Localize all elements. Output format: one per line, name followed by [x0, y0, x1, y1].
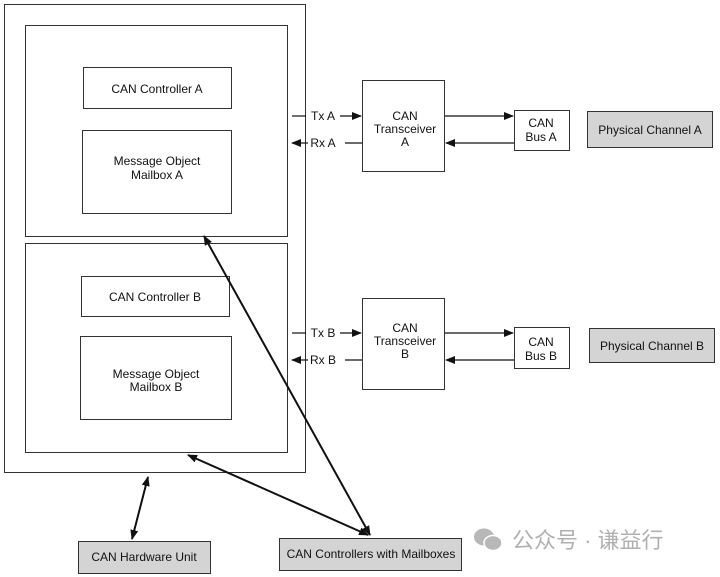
physical-channel-b-label: Physical Channel B [600, 339, 704, 353]
rx-b-label: Rx B [310, 353, 336, 367]
can-hardware-unit-label: CAN Hardware Unit [91, 550, 197, 564]
watermark-text: 公众号 · 谦益行 [512, 528, 664, 553]
controllers-with-mailboxes-box [279, 538, 462, 571]
can-bus-a [514, 110, 570, 151]
transceiver-a [362, 80, 445, 172]
transceiver-a-label-1: CAN [392, 109, 417, 123]
can-controller-a-label: CAN Controller A [111, 82, 202, 96]
controllers-with-mailboxes-label: CAN Controllers with Mailboxes [287, 547, 456, 561]
can-controller-b-label: CAN Controller B [109, 290, 201, 304]
mailbox-a [82, 130, 232, 214]
physical-channel-b [589, 328, 715, 363]
transceiver-b-label-2: Transceiver [374, 334, 436, 348]
can-bus-b [514, 327, 570, 369]
transceiver-a-label-3: A [401, 135, 409, 149]
can-hardware-unit-label-box [78, 541, 211, 574]
transceiver-b-label-3: B [401, 347, 409, 361]
transceiver-a-label-2: Transceiver [374, 122, 436, 136]
transceiver-b [362, 298, 445, 390]
wechat-icon [474, 528, 503, 552]
mailbox-b-label-2: Mailbox B [130, 380, 183, 394]
can-controller-a [83, 67, 232, 109]
tx-a-label: Tx A [311, 109, 335, 123]
bus-b-label-1: CAN [528, 335, 553, 349]
unit-link-arrow [187, 454, 369, 536]
bus-b-label-2: Bus B [525, 349, 557, 363]
physical-channel-a-label: Physical Channel A [598, 123, 701, 137]
tx-b-label: Tx B [311, 326, 336, 340]
mailbox-a-label-1: Message Object [114, 154, 201, 168]
bus-a-label-2: Bus A [525, 130, 556, 144]
mailbox-b-label-1: Message Object [113, 367, 200, 381]
mailbox-a-label-2: Mailbox A [131, 168, 183, 182]
hardware-unit-arrow [130, 476, 150, 540]
transceiver-b-label-1: CAN [392, 321, 417, 335]
bus-a-label-1: CAN [528, 116, 553, 130]
rx-a-label: Rx A [310, 136, 335, 150]
physical-channel-a [587, 111, 713, 148]
